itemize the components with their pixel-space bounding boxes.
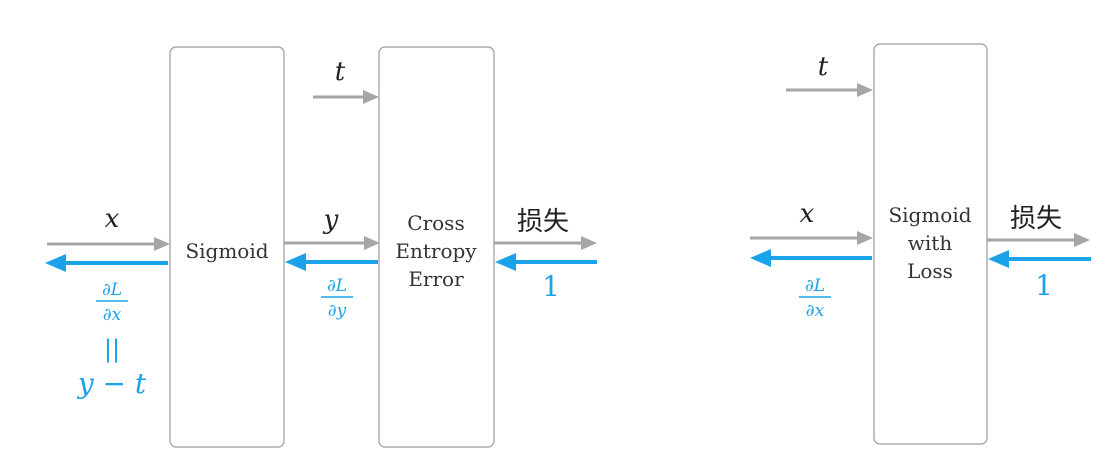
cross-entropy-error-node xyxy=(378,46,495,448)
cross-entropy-label-line3: Error xyxy=(408,267,464,291)
t-label: t xyxy=(335,57,346,87)
right-forward-arrow-x xyxy=(750,231,873,245)
y-minus-t-label: y − t xyxy=(76,367,147,400)
sigmoid-node-label: Sigmoid xyxy=(185,239,268,263)
right-initial-gradient-one: 1 xyxy=(1035,269,1053,302)
backward-arrow-x xyxy=(45,254,168,272)
right-forward-arrow-loss xyxy=(987,233,1090,247)
initial-gradient-one: 1 xyxy=(542,270,560,303)
sigmoid-node xyxy=(169,46,285,448)
sigmoid-with-loss-node xyxy=(873,43,988,445)
right-loss-label: 损失 xyxy=(1010,204,1062,234)
right-dL-dx-numerator: ∂L xyxy=(805,276,825,296)
right-forward-arrow-t xyxy=(786,83,873,97)
backward-arrow-initial xyxy=(495,253,597,271)
forward-arrow-loss xyxy=(494,236,597,250)
backward-arrow-y xyxy=(285,253,378,271)
dL-dx-denominator: ∂x xyxy=(103,305,122,325)
forward-arrow-y xyxy=(284,236,380,250)
sigmoid-with-loss-label-line2: with xyxy=(908,231,953,255)
equals-vertical: || xyxy=(104,335,120,363)
right-backward-arrow-x xyxy=(750,249,872,267)
cross-entropy-label-line1: Cross xyxy=(407,211,464,235)
right-x-label: x xyxy=(800,199,815,229)
dL-dy-numerator: ∂L xyxy=(327,276,347,296)
left-computational-graph: Sigmoid Cross Entropy Error x ∂L ∂x || y… xyxy=(45,46,597,448)
loss-label: 损失 xyxy=(517,207,569,237)
forward-arrow-x xyxy=(47,237,170,251)
dL-dy-denominator: ∂y xyxy=(328,301,347,321)
sigmoid-with-loss-label-line3: Loss xyxy=(907,259,953,283)
y-label: y xyxy=(323,205,339,235)
right-backward-arrow-initial xyxy=(988,250,1091,268)
x-label: x xyxy=(105,204,120,234)
right-computational-graph: Sigmoid with Loss t x ∂L ∂x 损失 xyxy=(750,43,1091,445)
dL-dx-numerator: ∂L xyxy=(102,280,122,300)
right-t-label: t xyxy=(818,52,829,82)
forward-arrow-t xyxy=(313,90,379,104)
sigmoid-with-loss-label-line1: Sigmoid xyxy=(888,203,971,227)
cross-entropy-label-line2: Entropy xyxy=(395,239,477,263)
right-dL-dx-denominator: ∂x xyxy=(806,301,825,321)
